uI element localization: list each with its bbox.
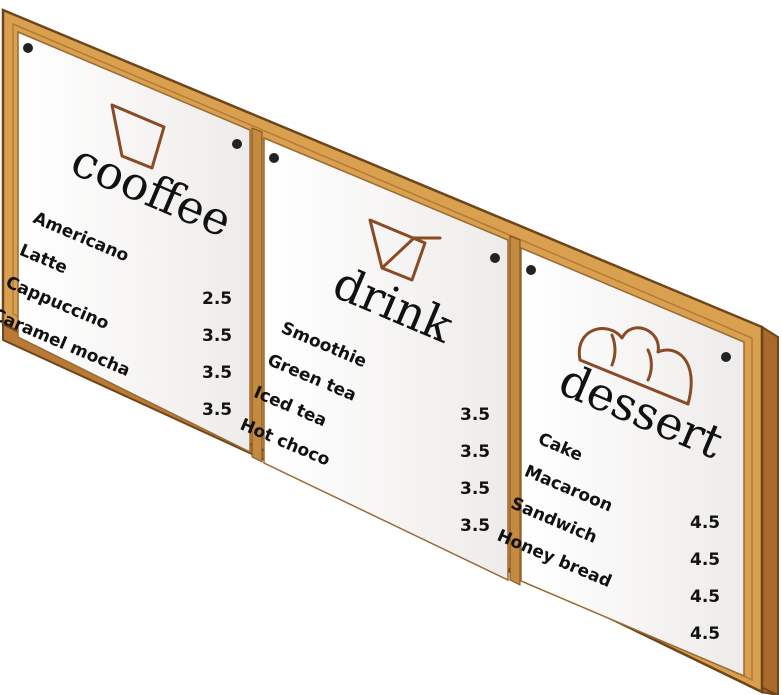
- cup-icon: [110, 103, 166, 170]
- frame-divider-2: [509, 235, 521, 586]
- pin-icon: [721, 352, 731, 362]
- pin-icon: [490, 253, 500, 263]
- menu-price: 4.5: [690, 624, 720, 644]
- menu-price: 2.5: [202, 289, 232, 309]
- frame-right-side: [761, 325, 779, 695]
- pin-icon: [23, 43, 33, 53]
- pin-icon: [526, 265, 536, 275]
- frame-divider-1: [251, 127, 263, 463]
- menu-panel-drink: drink Smoothie Green tea Iced tea Hot ch…: [237, 136, 509, 582]
- menu-price: 4.5: [690, 587, 720, 607]
- menu-price: 4.5: [690, 513, 720, 533]
- menu-price: 3.5: [202, 363, 232, 383]
- panel-background: [17, 30, 251, 454]
- menu-price: 3.5: [460, 405, 490, 425]
- frame-inner-line: [12, 22, 753, 682]
- pin-icon: [232, 139, 242, 149]
- menu-panel-coffee: cooffee Americano Latte Cappuccino Caram…: [0, 30, 251, 454]
- pin-icon: [269, 153, 279, 163]
- bread-icon: [577, 326, 693, 406]
- drink-cup-with-straw-icon: [368, 218, 442, 282]
- menu-price: 3.5: [460, 442, 490, 462]
- menu-price: 3.5: [202, 326, 232, 346]
- menu-price: 3.5: [460, 516, 490, 536]
- menu-price: 3.5: [460, 479, 490, 499]
- menu-price: 3.5: [202, 400, 232, 420]
- panel-background: [263, 136, 509, 582]
- menu-price: 4.5: [690, 550, 720, 570]
- panel-background: [520, 246, 745, 678]
